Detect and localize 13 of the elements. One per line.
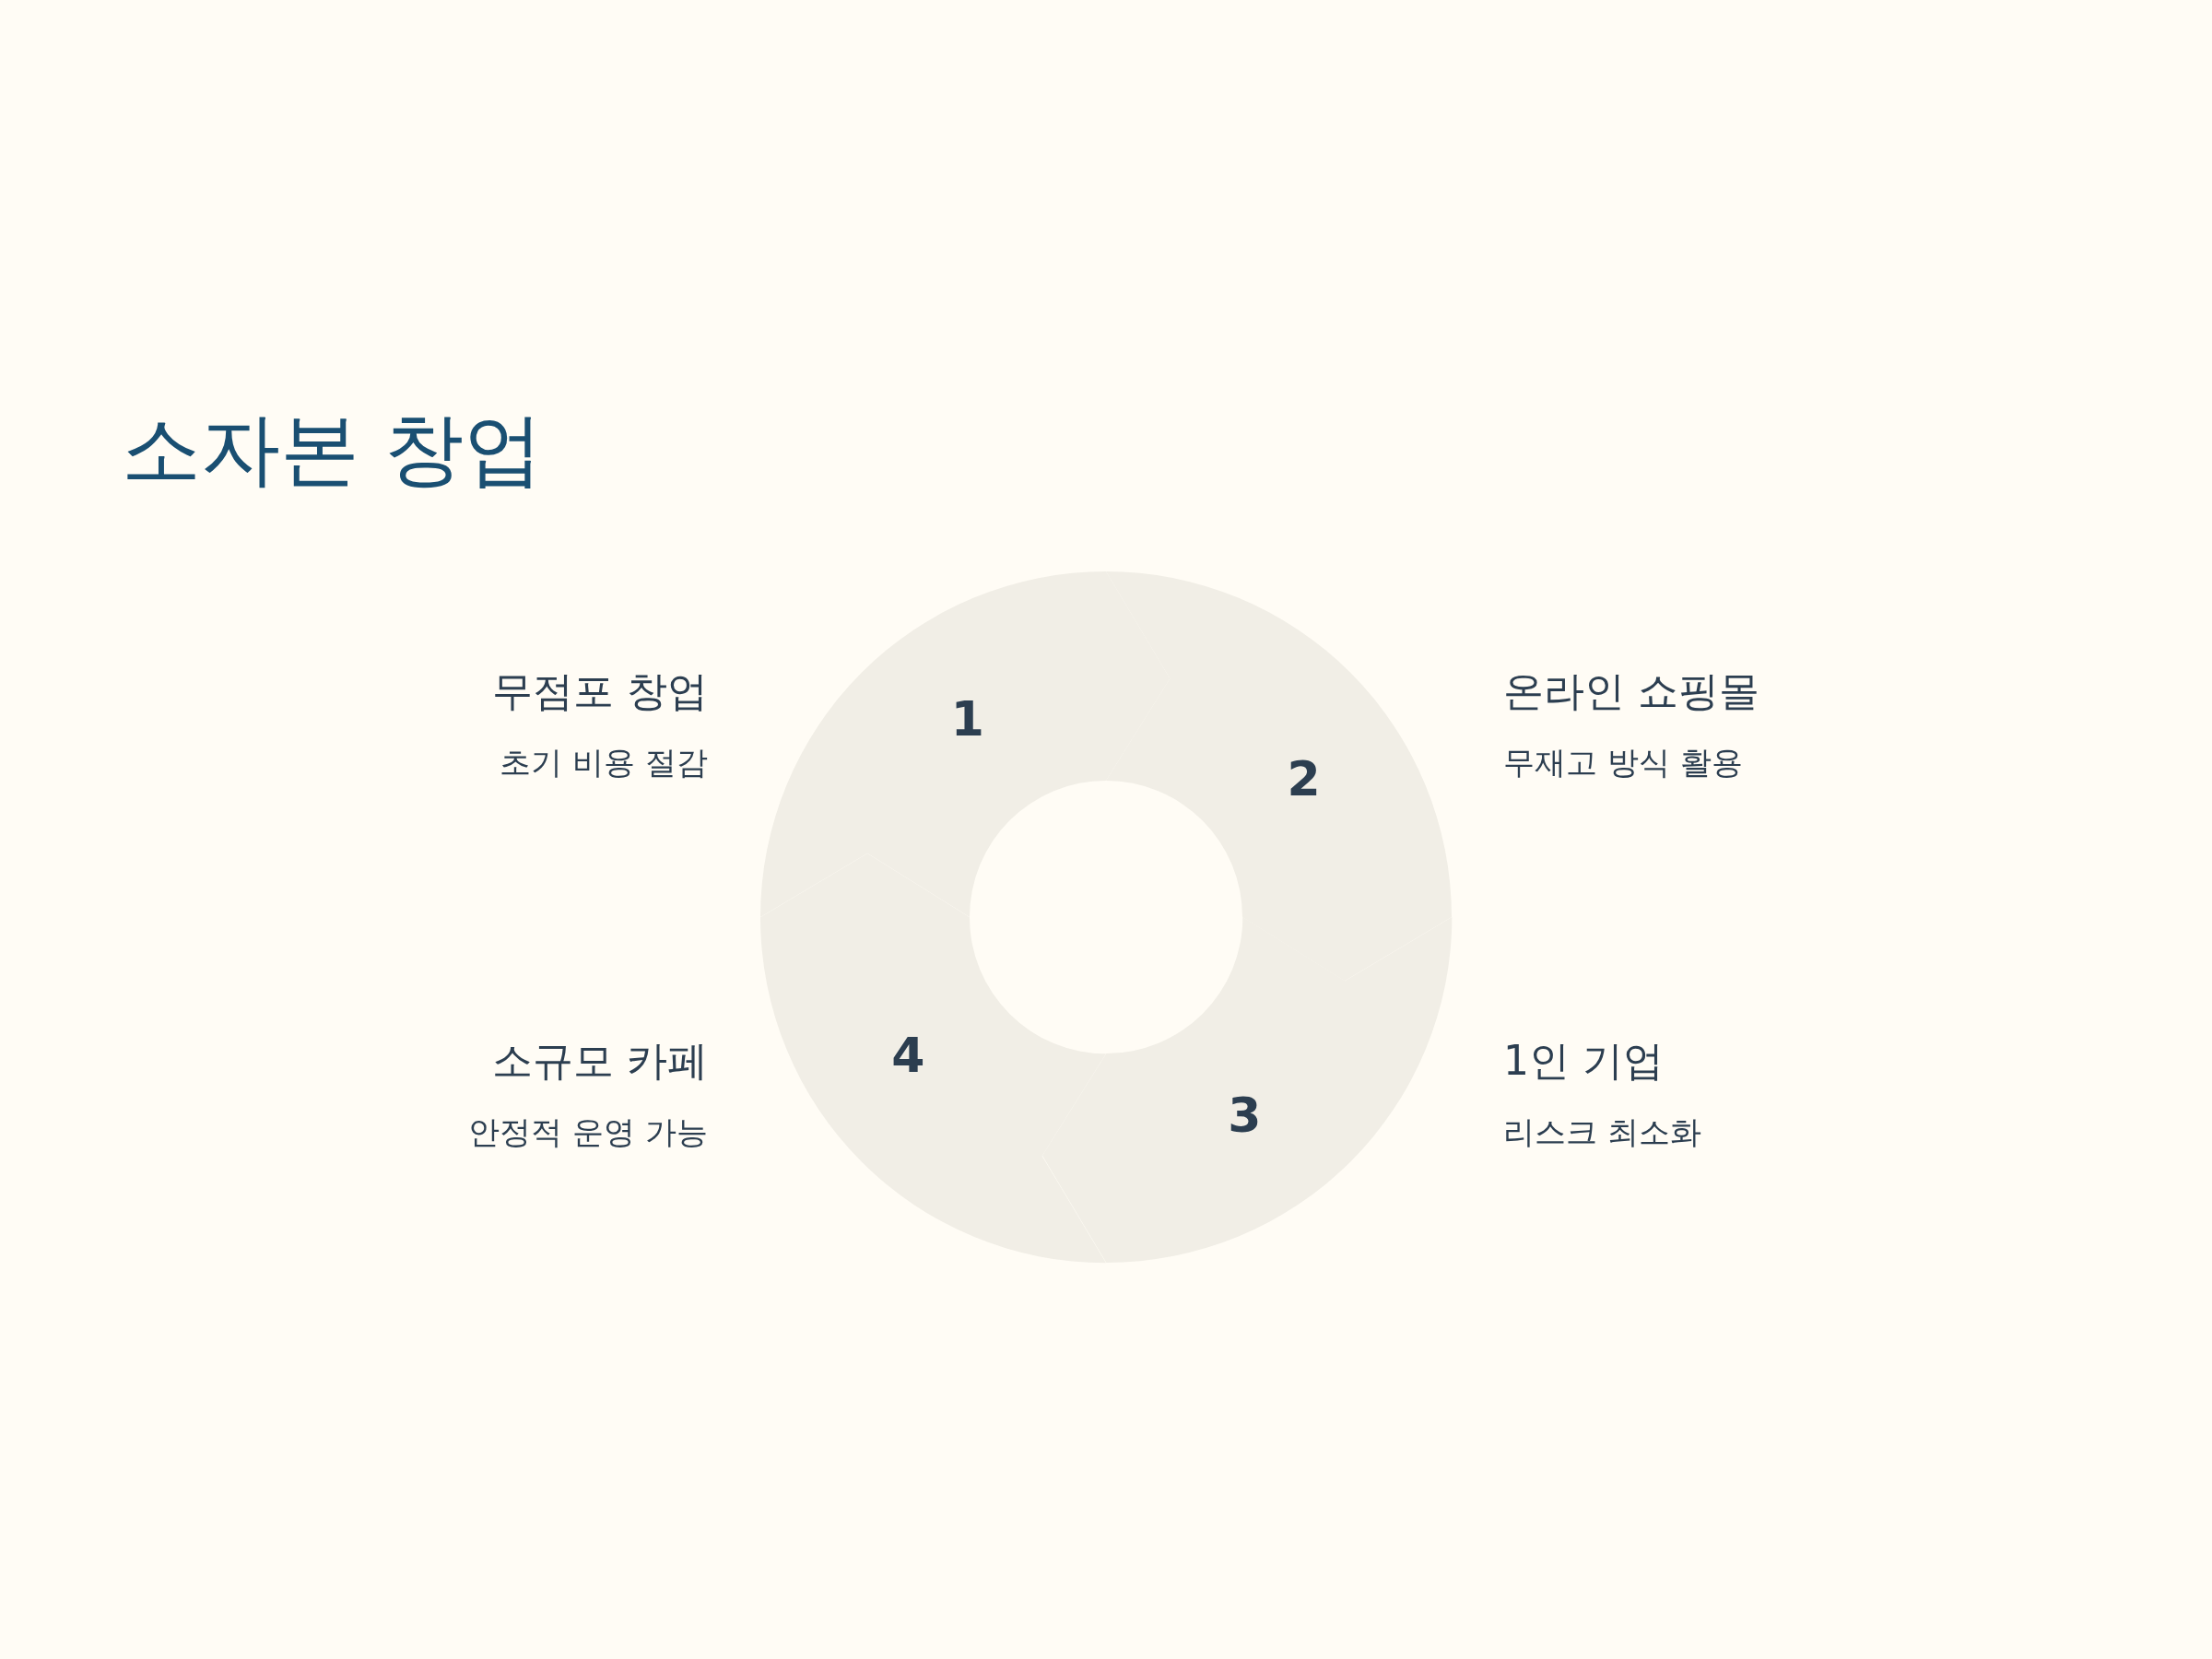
item-description: 안정적 운영 가능 — [468, 1116, 708, 1147]
step-number: 2 — [1287, 754, 1321, 803]
item-heading: 온라인 쇼핑몰 — [1503, 671, 1759, 712]
item-description: 초기 비용 절감 — [500, 747, 708, 778]
step-number: 4 — [891, 1031, 925, 1080]
title: 소자본 창업 — [122, 402, 544, 497]
step-number: 3 — [1228, 1090, 1262, 1139]
item-description: 리스크 최소화 — [1503, 1116, 1701, 1147]
item-heading: 무점포 창업 — [492, 671, 708, 712]
step-number: 1 — [950, 695, 984, 744]
item-heading: 소규모 카페 — [492, 1041, 708, 1081]
item-description: 무재고 방식 활용 — [1503, 747, 1743, 778]
item-heading: 1인 기업 — [1503, 1041, 1664, 1081]
